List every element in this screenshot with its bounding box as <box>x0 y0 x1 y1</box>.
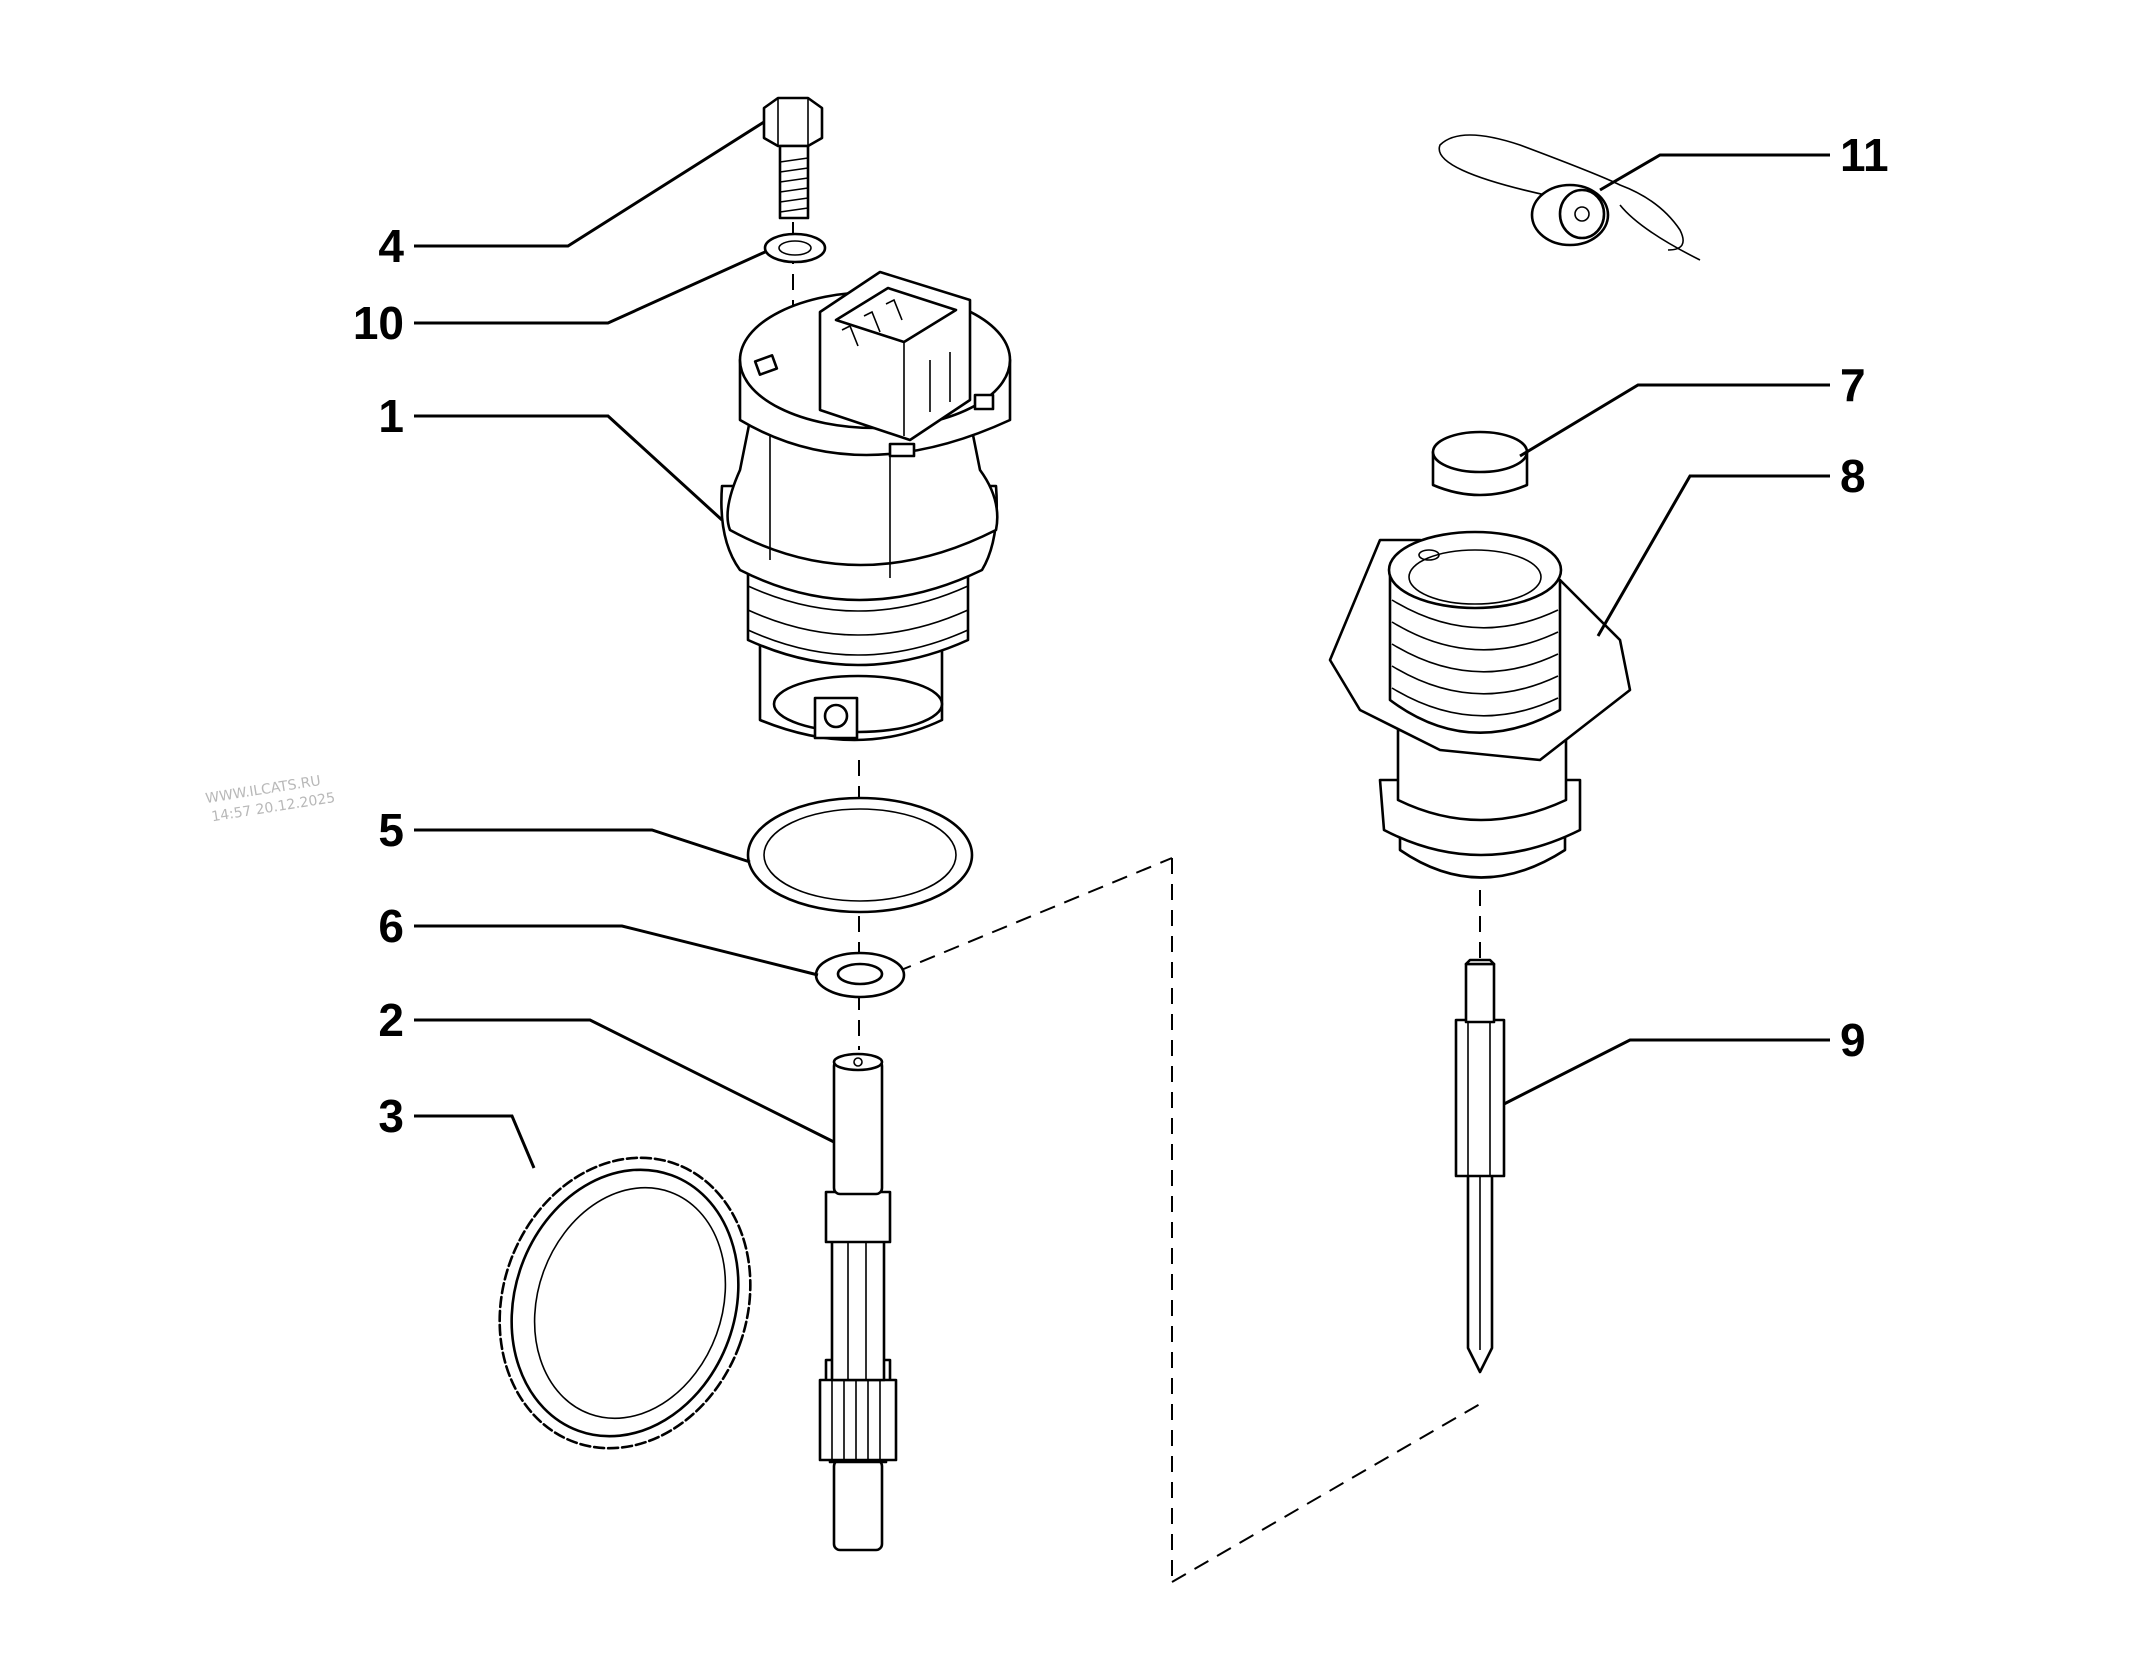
watermark: WWW.ILCATS.RU 14:57 20.12.2025 <box>204 773 336 825</box>
callout-11: 11 <box>1840 129 1889 181</box>
callout-10: 10 <box>353 297 404 349</box>
part-6-seal <box>814 951 906 999</box>
part-7-cap <box>1431 430 1529 497</box>
part-2-shaft <box>818 1052 898 1552</box>
part-3-toothed-ring <box>498 1156 752 1450</box>
part-10-washer <box>763 232 827 264</box>
callout-2: 2 <box>378 994 404 1046</box>
callout-3: 3 <box>378 1090 404 1142</box>
callout-1: 1 <box>378 390 404 442</box>
part-11-seal-tag <box>1438 134 1701 261</box>
callout-8: 8 <box>1840 450 1866 502</box>
callout-labels-right: 11 7 8 9 <box>1840 129 1889 1066</box>
callout-6: 6 <box>378 900 404 952</box>
callout-5: 5 <box>378 804 404 856</box>
callout-7: 7 <box>1840 359 1866 411</box>
part-5-o-ring <box>746 796 974 914</box>
part-4-bolt <box>762 96 824 220</box>
callout-9: 9 <box>1840 1014 1866 1066</box>
callout-4: 4 <box>378 220 404 272</box>
callout-labels: 4 10 1 5 6 2 3 <box>353 220 405 1142</box>
part-8-housing <box>1328 530 1632 879</box>
part-9-pin <box>1454 958 1506 1374</box>
leader-lines <box>414 120 1830 1169</box>
part-1-sensor <box>720 270 1012 742</box>
